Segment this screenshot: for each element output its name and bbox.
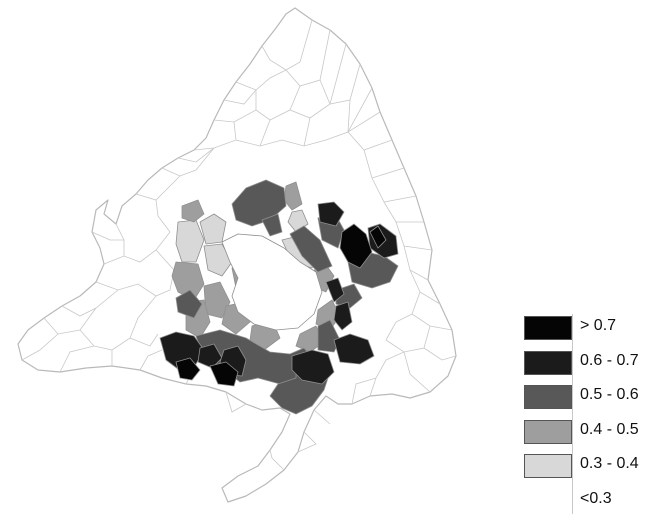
legend-label: 0.5 - 0.6 xyxy=(580,386,639,404)
legend-swatch xyxy=(524,316,572,340)
legend-label: <0.3 xyxy=(580,490,612,508)
legend-item: > 0.7 xyxy=(524,310,654,345)
legend-swatch xyxy=(524,385,572,409)
legend-swatch xyxy=(524,489,570,511)
legend-swatch xyxy=(524,420,572,444)
legend-swatch xyxy=(524,351,572,375)
legend-label: > 0.7 xyxy=(580,317,616,335)
legend-label: 0.3 - 0.4 xyxy=(580,455,639,473)
legend-item: <0.3 xyxy=(524,483,654,517)
legend-item: 0.4 - 0.5 xyxy=(524,414,654,449)
legend-label: 0.6 - 0.7 xyxy=(580,352,639,370)
legend-item: 0.3 - 0.4 xyxy=(524,448,654,483)
legend-swatch xyxy=(524,454,572,478)
legend-item: 0.5 - 0.6 xyxy=(524,379,654,414)
legend-label: 0.4 - 0.5 xyxy=(580,421,639,439)
legend: > 0.7 0.6 - 0.7 0.5 - 0.6 0.4 - 0.5 0.3 … xyxy=(524,310,654,517)
legend-item: 0.6 - 0.7 xyxy=(524,345,654,380)
